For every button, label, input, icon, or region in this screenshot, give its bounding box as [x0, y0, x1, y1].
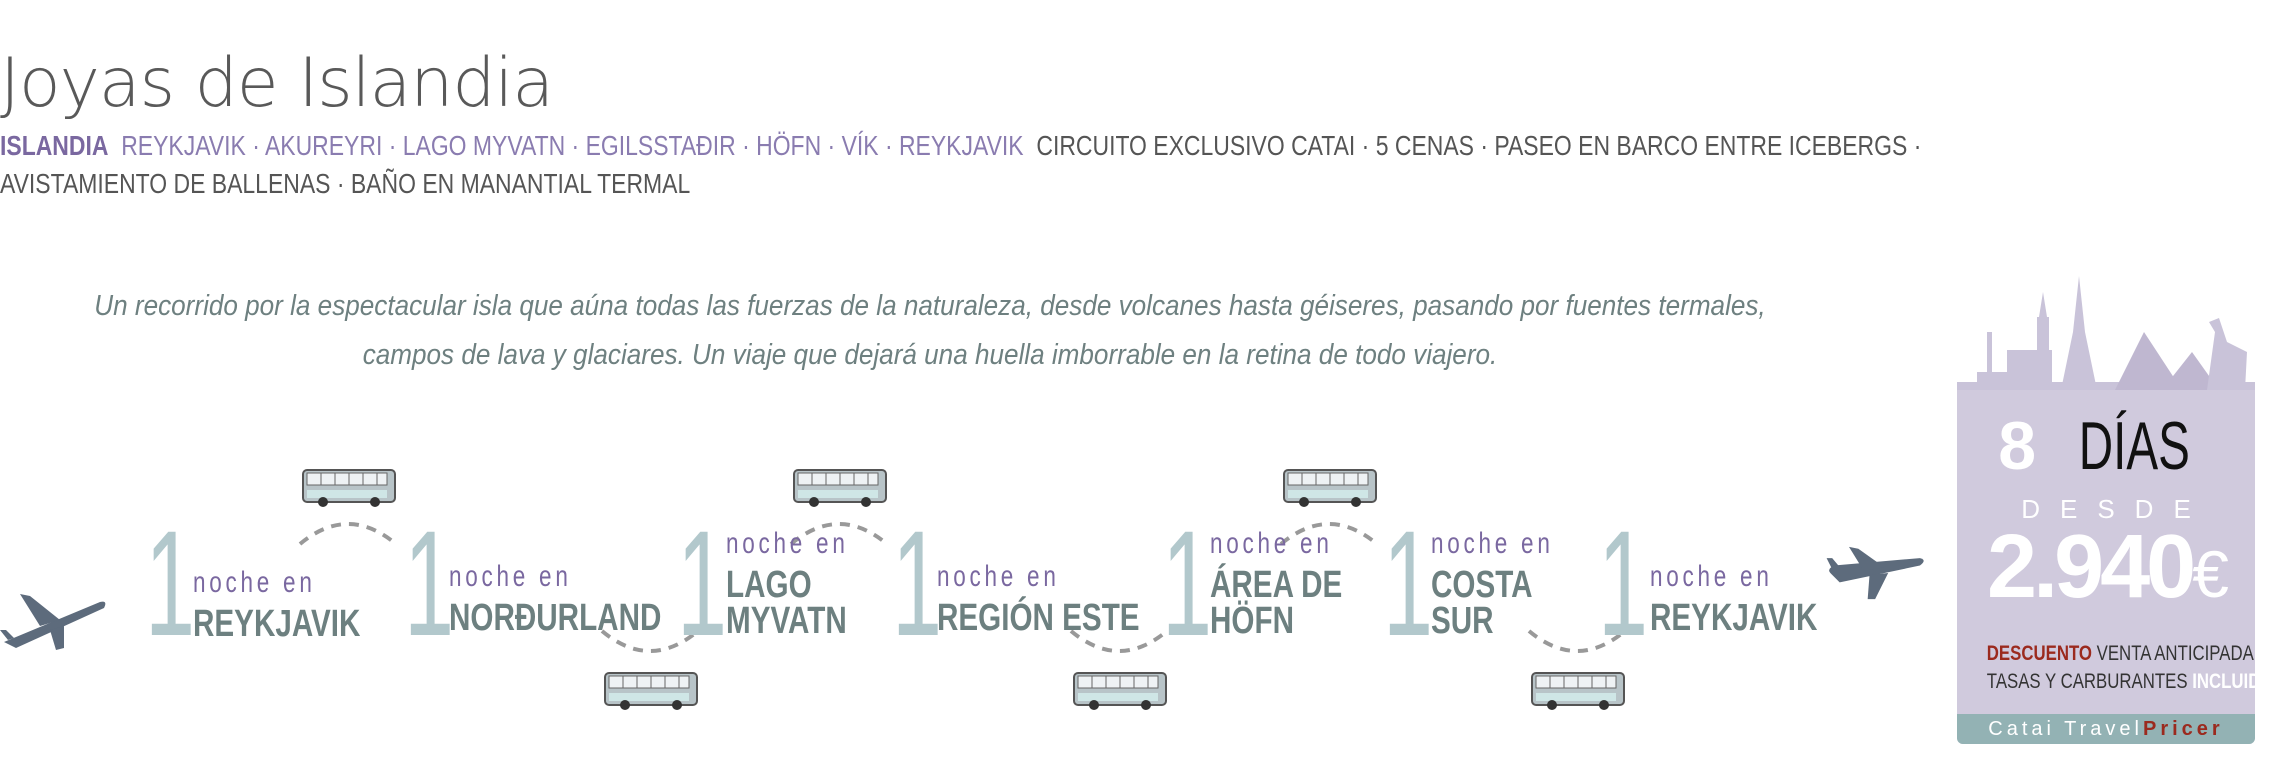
intro-line-1: Un recorrido por la espectacular isla qu… — [94, 290, 1766, 322]
brand-name: Catai Travel — [1988, 718, 2143, 740]
nights-count: 1 — [1162, 499, 1213, 667]
city-name: LAGO — [726, 564, 812, 606]
included-label: INCLUIDOS — [2192, 670, 2278, 693]
nights-label: noche en — [726, 527, 849, 560]
bus-icon — [301, 468, 399, 508]
discount-label: DESCUENTO — [1986, 642, 2092, 665]
taxes-line: TASAS Y CARBURANTES INCLUIDOS — [1986, 670, 2278, 694]
bus-icon — [603, 671, 701, 711]
transfer-arc — [1279, 516, 1379, 546]
brand-pricer: Pricer — [2143, 718, 2224, 740]
city-name: HÖFN — [1210, 600, 1294, 642]
city-name: SUR — [1431, 600, 1494, 642]
route: REYKJAVIK · AKUREYRI · LAGO MYVATN · EGI… — [121, 130, 1024, 161]
airplane-icon — [0, 594, 106, 650]
brand-footer: Catai TravelPricer — [1957, 714, 2255, 744]
page-title: Joyas de Islandia — [0, 44, 554, 123]
intro-line-2: campos de lava y glaciares. Un viaje que… — [362, 339, 1498, 371]
nights-label: noche en — [1431, 527, 1554, 560]
nights-count: 1 — [145, 499, 196, 667]
transfer-arc — [789, 516, 889, 546]
nights-count: 1 — [1383, 499, 1434, 667]
transfer-arc — [298, 516, 398, 546]
nights-label: noche en — [449, 560, 572, 593]
currency: € — [2192, 537, 2229, 611]
nights-label: noche en — [1210, 527, 1333, 560]
transfer-arc — [600, 629, 700, 659]
subtitle-line-1: ISLANDIA REYKJAVIK · AKUREYRI · LAGO MYV… — [0, 130, 1921, 162]
duration: 8 DÍAS — [1957, 412, 2255, 480]
bus-icon — [1282, 468, 1380, 508]
price-box[interactable]: 8 DÍAS DESDE 2.940€ DESCUENTO VENTA ANTI… — [1957, 390, 2278, 744]
city-name: MYVATN — [726, 600, 847, 642]
bus-icon — [1072, 671, 1170, 711]
discount-line: DESCUENTO VENTA ANTICIPADA — [1986, 642, 2254, 666]
nights-count: 1 — [677, 499, 728, 667]
city-name: NORÐURLAND — [449, 597, 662, 639]
nights-count: 1 — [892, 499, 943, 667]
transfer-arc — [1069, 629, 1169, 659]
city-name: REYKJAVIK — [193, 603, 361, 645]
city-name: COSTA — [1431, 564, 1533, 606]
nights-label: noche en — [1650, 560, 1773, 593]
nights-count: 1 — [404, 499, 455, 667]
nights-label: noche en — [937, 560, 1060, 593]
price: 2.940€ — [1957, 522, 2255, 612]
days-number: 8 — [1998, 408, 2037, 484]
city-name: REYKJAVIK — [1650, 597, 1818, 639]
discount-text: VENTA ANTICIPADA — [2096, 642, 2254, 665]
from-label: DESDE — [2021, 494, 2211, 524]
country: ISLANDIA — [0, 130, 109, 161]
nights-count: 1 — [1598, 499, 1649, 667]
taxes-text: TASAS Y CARBURANTES — [1986, 670, 2188, 693]
city-name: ÁREA DE — [1210, 564, 1343, 606]
nights-label: noche en — [193, 566, 316, 599]
days-word: DÍAS — [2078, 408, 2190, 484]
city-name: REGIÓN ESTE — [937, 597, 1140, 639]
bus-icon — [1530, 671, 1628, 711]
subtitle-line-2: AVISTAMIENTO DE BALLENAS · BAÑO EN MANAN… — [0, 168, 691, 199]
transfer-arc — [1527, 629, 1627, 659]
price-value: 2.940 — [1987, 517, 2196, 617]
skyline-illustration — [1957, 276, 2255, 397]
highlights: CIRCUITO EXCLUSIVO CATAI · 5 CENAS · PAS… — [1036, 130, 1922, 161]
bus-icon — [792, 468, 890, 508]
airplane-icon — [1826, 546, 1924, 600]
